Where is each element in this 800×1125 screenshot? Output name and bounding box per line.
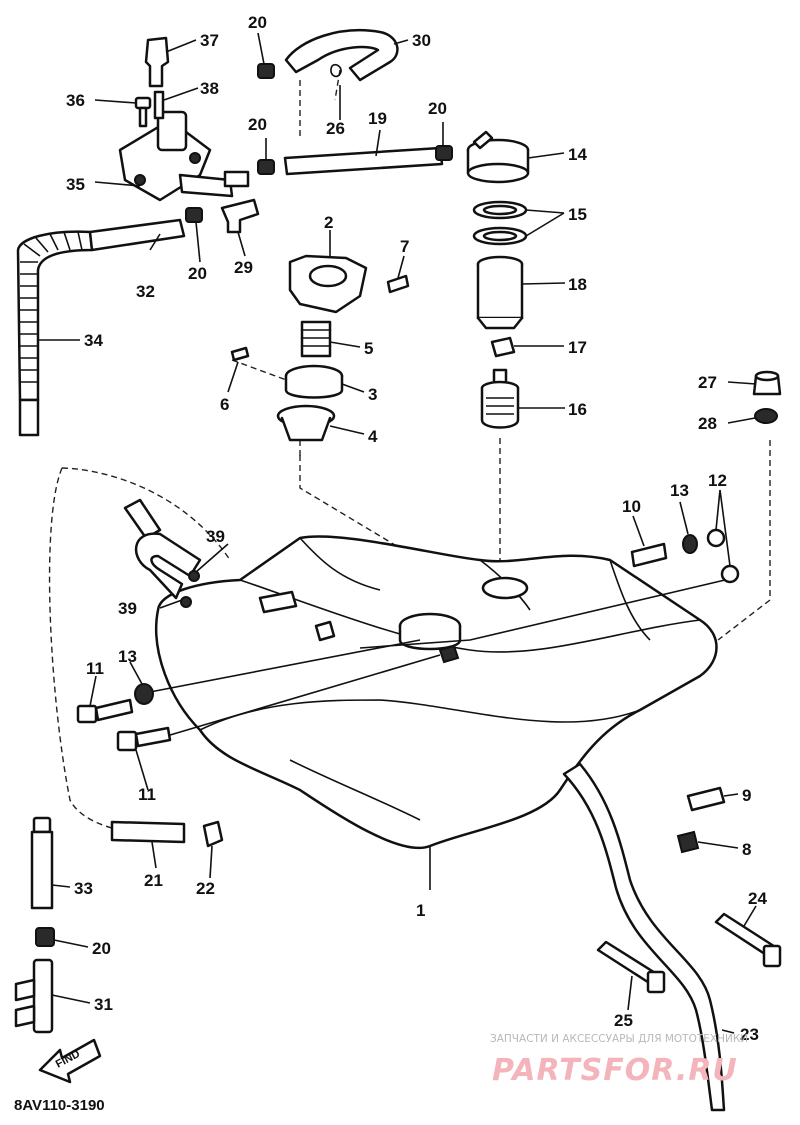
- callout-22: 22: [196, 879, 215, 898]
- nut-8: [676, 830, 700, 854]
- washer-13-lower: [134, 683, 154, 705]
- callout-21: 21: [144, 871, 163, 890]
- callout-19: 19: [368, 109, 387, 128]
- callout-29: 29: [234, 258, 253, 277]
- callout-33: 33: [74, 879, 93, 898]
- callout-5: 5: [364, 339, 373, 358]
- hose-fitting: [220, 198, 260, 234]
- callout-28: 28: [698, 414, 717, 433]
- callout-32: 32: [136, 282, 155, 301]
- cap-spring: [300, 320, 332, 358]
- callout-23: 23: [740, 1025, 759, 1044]
- callout-20-c: 20: [428, 99, 447, 118]
- t-joint-31: [14, 958, 54, 1034]
- callout-20-a: 20: [248, 13, 267, 32]
- damper-27: [752, 370, 782, 396]
- filler-neck-seal: [276, 404, 336, 442]
- callout-39-b: 39: [118, 599, 137, 618]
- callout-39-a: 39: [206, 527, 225, 546]
- clip-26: [330, 63, 342, 78]
- fuel-cock: [118, 110, 250, 202]
- cock-spring: [153, 90, 165, 120]
- pin-6: [230, 346, 250, 362]
- callout-35: 35: [66, 175, 85, 194]
- callout-25: 25: [614, 1011, 633, 1030]
- diagram-code: 8AV110-3190: [14, 1097, 105, 1114]
- breather-hose-30: [284, 29, 399, 82]
- spring-10: [630, 542, 668, 568]
- strap-25: [596, 940, 666, 994]
- fuel-strainer: [480, 368, 520, 429]
- callout-24: 24: [748, 889, 767, 908]
- cock-screw: [134, 96, 152, 128]
- callout-leaders: [38, 32, 757, 1034]
- hose-clip: [35, 63, 453, 947]
- callout-8: 8: [742, 840, 751, 859]
- filler-ring: [284, 364, 344, 399]
- callout-15: 15: [568, 205, 587, 224]
- callout-38: 38: [200, 79, 219, 98]
- stay-rod-23: [562, 762, 726, 1112]
- callout-numbers: 37 38 36 35 20 30 20 26 19 20 14 15 18 1…: [66, 13, 767, 1044]
- callout-30: 30: [412, 31, 431, 50]
- callout-18: 18: [568, 275, 587, 294]
- callout-16: 16: [568, 400, 587, 419]
- callout-17: 17: [568, 338, 587, 357]
- callout-20-d: 20: [188, 264, 207, 283]
- callout-12: 12: [708, 471, 727, 490]
- washer-13-top: [682, 534, 698, 554]
- fuel-hose-32: [88, 218, 186, 252]
- callout-9: 9: [742, 786, 751, 805]
- small-clamp: [490, 336, 516, 358]
- callout-3: 3: [368, 385, 377, 404]
- filter-body: [476, 255, 524, 330]
- strap-24: [714, 912, 782, 968]
- callout-10: 10: [622, 497, 641, 516]
- watermark-brand: PARTSFOR.RU: [492, 1053, 738, 1088]
- callout-2: 2: [324, 213, 333, 232]
- watermark: ЗАПЧАСТИ И АКСЕССУАРЫ ДЛЯ МОТОТЕХНИКИ PA…: [490, 1033, 748, 1088]
- callout-36: 36: [66, 91, 85, 110]
- callout-20-b: 20: [248, 115, 267, 134]
- pump-cap: [466, 130, 530, 184]
- callout-31: 31: [94, 995, 113, 1014]
- breather-pipe: [123, 498, 202, 608]
- callout-20-e: 20: [92, 939, 111, 958]
- washer-28: [754, 408, 778, 424]
- callout-6: 6: [220, 395, 229, 414]
- callout-1: 1: [416, 901, 425, 920]
- find-arrow: FIND: [38, 1038, 102, 1084]
- callout-11-a: 11: [86, 659, 104, 678]
- pin-7: [386, 274, 410, 294]
- corrugated-drain-hose: [16, 230, 94, 437]
- callout-13-b: 13: [118, 647, 137, 666]
- callout-37: 37: [200, 31, 219, 50]
- bolt-11-lower: [116, 726, 172, 752]
- watermark-caption: ЗАПЧАСТИ И АКСЕССУАРЫ ДЛЯ МОТОТЕХНИКИ: [490, 1033, 748, 1045]
- clip-22: [202, 820, 224, 848]
- callout-4: 4: [368, 427, 378, 446]
- callout-34: 34: [84, 331, 103, 350]
- fuel-cock-cap: [144, 36, 170, 88]
- ring-12-a: [706, 528, 726, 548]
- callout-11-b: 11: [138, 785, 156, 804]
- fuel-hose-19: [283, 146, 444, 176]
- callout-27: 27: [698, 373, 717, 392]
- callout-26: 26: [326, 119, 345, 138]
- callout-14: 14: [568, 145, 587, 164]
- pipe-33: [30, 816, 54, 910]
- bolt-11-upper: [76, 698, 134, 724]
- fuel-tank: [149, 535, 726, 890]
- spring-9: [686, 786, 726, 812]
- rod-21: [110, 820, 186, 844]
- callout-7: 7: [400, 237, 409, 256]
- gasket-rings: [472, 200, 528, 246]
- filler-cap: [288, 254, 368, 314]
- callout-13-a: 13: [670, 481, 689, 500]
